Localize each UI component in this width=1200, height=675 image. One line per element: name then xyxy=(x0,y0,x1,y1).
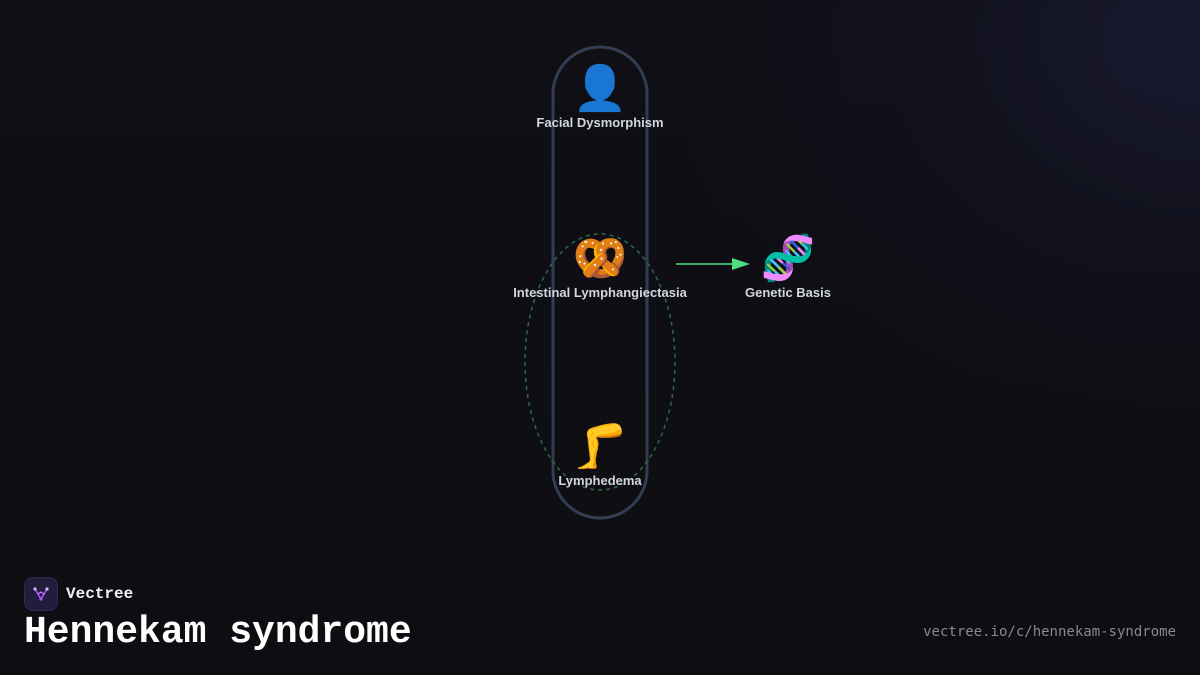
node-label: Intestinal Lymphangiectasia xyxy=(513,285,687,300)
node-facial-dysmorphism[interactable]: 👤 Facial Dysmorphism xyxy=(536,63,664,131)
node-lymphedema[interactable]: 🦵 Lymphedema xyxy=(558,421,642,489)
node-intestinal-lymphangiectasia[interactable]: 🥨 Intestinal Lymphangiectasia xyxy=(513,233,687,301)
pretzel-icon: 🥨 xyxy=(572,233,628,284)
node-label: Facial Dysmorphism xyxy=(536,115,664,130)
brand[interactable]: Vectree xyxy=(24,577,133,611)
dna-icon: 🧬 xyxy=(760,233,816,284)
node-label: Lymphedema xyxy=(558,473,642,488)
brand-name: Vectree xyxy=(66,585,134,603)
vectree-logo-icon xyxy=(24,577,58,611)
edge-arrowhead xyxy=(732,258,750,270)
person-icon: 👤 xyxy=(572,63,628,114)
dashed-cluster-outline xyxy=(524,233,676,491)
group-outline xyxy=(551,45,649,520)
node-label: Genetic Basis xyxy=(745,285,831,300)
page-url[interactable]: vectree.io/c/hennekam-syndrome xyxy=(923,624,1176,640)
page-title: Hennekam syndrome xyxy=(24,611,412,654)
node-genetic-basis[interactable]: 🧬 Genetic Basis xyxy=(745,233,831,301)
leg-icon: 🦵 xyxy=(572,421,628,472)
